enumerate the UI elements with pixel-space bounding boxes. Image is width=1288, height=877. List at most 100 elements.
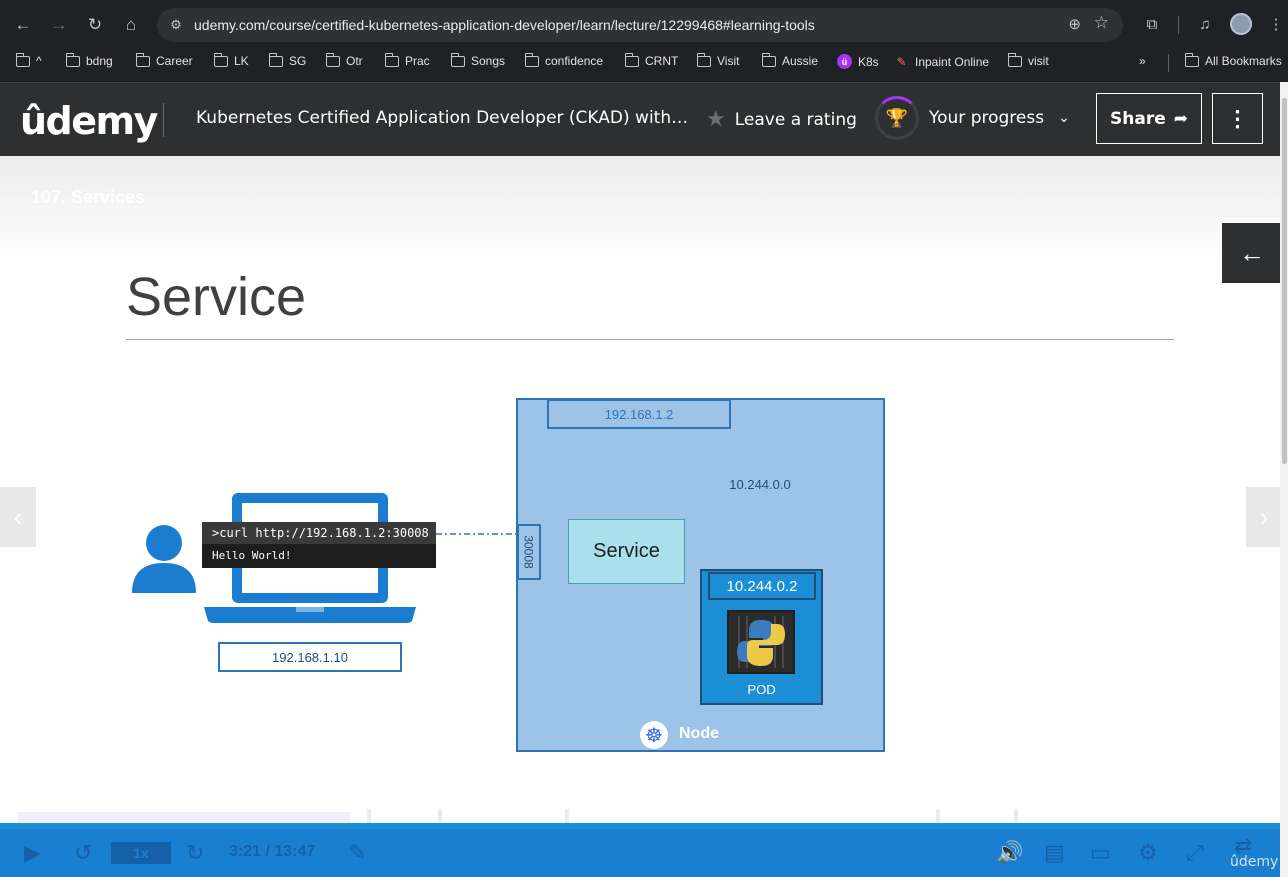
share-button[interactable]: Share ➦: [1096, 93, 1202, 144]
volume-icon[interactable]: 🔊: [996, 840, 1024, 865]
cloud-ip-label: 10.244.0.0: [729, 477, 791, 492]
video-top-gradient: [0, 156, 1280, 266]
bookmark-item[interactable]: ✎Inpaint Online: [894, 54, 989, 69]
page-scrollbar[interactable]: [1280, 82, 1288, 877]
browser-toolbar: ← → ↻ ⌂ ⚙ udemy.com/course/certified-kub…: [0, 0, 1288, 50]
fullscreen-icon[interactable]: ⤢: [1186, 840, 1204, 865]
play-icon[interactable]: ▶: [24, 840, 41, 865]
udemy-icon: ü: [837, 54, 852, 69]
next-lecture-button[interactable]: ›: [1246, 487, 1280, 547]
tick-mark: [1014, 809, 1018, 823]
terminal-output: Hello World!: [212, 549, 292, 562]
media-control-icon[interactable]: ♫: [1199, 15, 1211, 33]
user-icon: [132, 525, 196, 593]
reload-icon[interactable]: ↻: [87, 15, 103, 34]
share-label: Share: [1110, 108, 1166, 129]
leave-rating-button[interactable]: ★ Leave a rating: [706, 107, 857, 132]
client-ip-label: 192.168.1.10: [218, 642, 402, 672]
tick-mark: [936, 809, 940, 823]
slide-title-rule: [126, 339, 1174, 340]
bookmarks-overflow-button[interactable]: »: [1139, 54, 1146, 68]
bookmark-item[interactable]: Songs: [450, 52, 505, 68]
transcript-icon[interactable]: ▤: [1044, 840, 1065, 865]
bookmark-item[interactable]: confidence: [524, 52, 603, 68]
terminal-box: >curl http://192.168.1.2:30008 Hello Wor…: [202, 522, 436, 568]
folder-icon: [761, 52, 776, 67]
progress-dropdown[interactable]: 🏆 Your progress ⌄: [875, 96, 1070, 140]
rewind-icon[interactable]: ↺: [74, 840, 93, 865]
trophy-icon: 🏆: [875, 96, 919, 140]
lecture-title: 107. Services: [31, 187, 146, 207]
toolbar-divider: [1178, 16, 1179, 34]
header-divider: [163, 103, 164, 137]
site-info-icon[interactable]: ⚙: [170, 17, 182, 32]
udemy-logo[interactable]: ûdemy: [20, 99, 158, 143]
bookmark-item[interactable]: Prac: [384, 52, 430, 68]
transcript-strip: [18, 812, 350, 823]
folder-icon: [213, 52, 228, 67]
settings-gear-icon[interactable]: ⚙: [1138, 840, 1158, 865]
more-options-button[interactable]: ⋮: [1212, 93, 1263, 144]
bookmark-star-icon[interactable]: ☆: [1093, 13, 1109, 32]
folder-icon: [624, 52, 639, 67]
zoom-icon[interactable]: ⊕: [1068, 16, 1081, 33]
python-logo-icon: [737, 616, 785, 668]
back-arrow-icon[interactable]: ←: [14, 15, 32, 34]
playback-speed-button[interactable]: 1x: [111, 842, 171, 864]
previous-lecture-button[interactable]: ‹: [0, 487, 36, 547]
bookmark-item[interactable]: SG: [268, 52, 306, 68]
url-text[interactable]: udemy.com/course/certified-kubernetes-ap…: [194, 17, 815, 33]
udemy-watermark: ûdemy: [1230, 854, 1279, 870]
bookmark-item[interactable]: CRNT: [624, 52, 678, 68]
video-progress-bar[interactable]: [0, 823, 1280, 829]
back-arrow-button[interactable]: ←: [1222, 223, 1280, 283]
captions-icon[interactable]: ▭: [1090, 840, 1111, 865]
tick-mark: [438, 809, 442, 823]
course-title[interactable]: Kubernetes Certified Application Develop…: [196, 108, 689, 128]
bookmark-item[interactable]: Visit: [696, 52, 739, 68]
address-bar[interactable]: ⚙ udemy.com/course/certified-kubernetes-…: [157, 8, 1123, 42]
rating-label: Leave a rating: [734, 109, 857, 130]
bookmark-item[interactable]: Aussie: [761, 52, 818, 68]
expand-icon[interactable]: ⇄: [1234, 833, 1253, 858]
brush-icon: ✎: [896, 54, 907, 69]
home-icon[interactable]: ⌂: [125, 15, 137, 34]
time-display: 3:21 / 13:47: [229, 843, 316, 860]
chrome-menu-icon[interactable]: ⋮: [1268, 16, 1284, 33]
service-box: Service: [568, 519, 685, 584]
bookmark-divider: [1168, 54, 1169, 72]
extensions-icon[interactable]: ⧉: [1146, 15, 1158, 33]
share-arrow-icon: ➦: [1173, 108, 1188, 129]
folder-icon: [135, 52, 150, 67]
kubernetes-helm-icon: ☸: [640, 721, 668, 749]
all-bookmarks-button[interactable]: All Bookmarks: [1184, 52, 1282, 68]
profile-avatar[interactable]: [1230, 13, 1252, 35]
bookmark-item[interactable]: bdng: [65, 52, 113, 68]
forward-arrow-icon[interactable]: →: [50, 15, 68, 34]
terminal-command: >curl http://192.168.1.2:30008: [202, 522, 436, 544]
course-header: ûdemy Kubernetes Certified Application D…: [0, 82, 1288, 156]
node-port-label: 30008: [517, 524, 541, 580]
node-label: Node: [679, 725, 719, 742]
folder-icon: [450, 52, 465, 67]
bookmark-item[interactable]: Otr: [325, 52, 363, 68]
slide-title: Service: [126, 267, 307, 327]
bookmark-item[interactable]: LK: [213, 52, 249, 68]
folder-icon: [325, 52, 340, 67]
folder-icon: [524, 52, 539, 67]
folder-icon: [696, 52, 711, 67]
video-player[interactable]: 107. Services ← ‹ › Service 192.168.1.2 …: [0, 156, 1280, 877]
scrollbar-thumb[interactable]: [1282, 98, 1287, 464]
notes-icon[interactable]: ✎: [348, 840, 367, 865]
bookmark-item[interactable]: visit: [1007, 52, 1049, 68]
bookmark-item[interactable]: Career: [135, 52, 193, 68]
folder-icon: [1184, 52, 1199, 67]
folder-icon: [15, 52, 30, 67]
forward-icon[interactable]: ↻: [186, 840, 205, 865]
browser-chrome: ← → ↻ ⌂ ⚙ udemy.com/course/certified-kub…: [0, 0, 1288, 82]
folder-icon: [268, 52, 283, 67]
tick-mark: [565, 809, 569, 823]
bookmark-item[interactable]: ^: [15, 52, 42, 68]
folder-icon: [384, 52, 399, 67]
